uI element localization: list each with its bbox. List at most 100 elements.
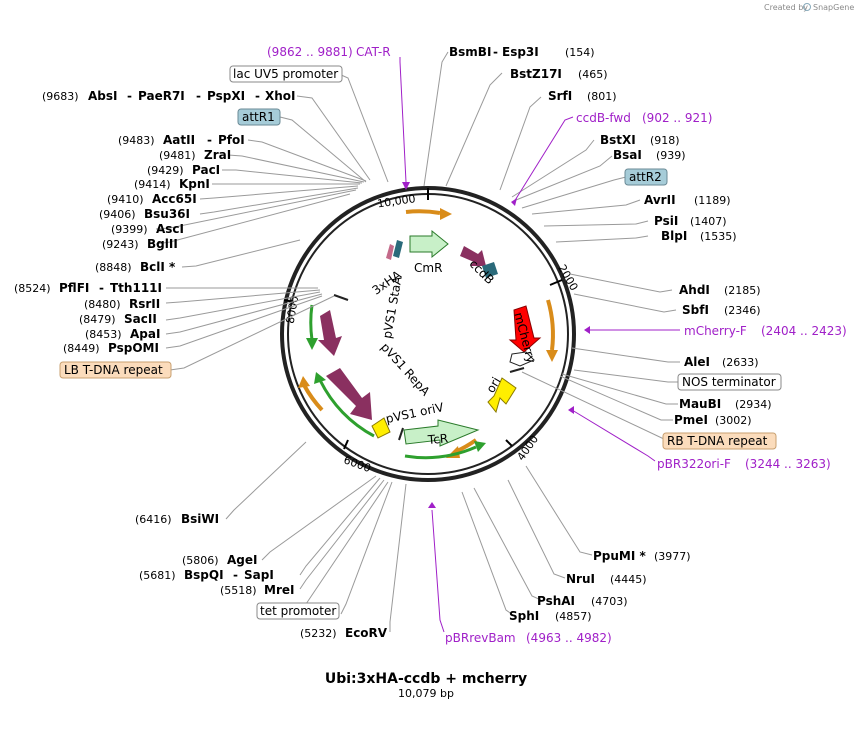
pvs1-repa-arrow bbox=[326, 368, 372, 420]
site-pos-bsu36i: (9406) bbox=[99, 208, 136, 221]
primer-name-cat-r[interactable]: CAT-R bbox=[356, 45, 391, 59]
site-name-ppumi[interactable]: PpuMI * bbox=[593, 549, 647, 563]
created-by-label: Created by bbox=[764, 3, 808, 12]
site-name-agei[interactable]: AgeI bbox=[227, 553, 257, 567]
site-name-psii[interactable]: PsiI bbox=[654, 214, 678, 228]
snapgene-brand-label: SnapGene bbox=[813, 3, 854, 12]
feature-box-lb-tdna[interactable] bbox=[59, 361, 172, 379]
site-name-maubi[interactable]: MauBI bbox=[679, 397, 721, 411]
ring-label-pvs1-oriv: pVS1 oriV bbox=[385, 400, 446, 426]
site-name-sphi[interactable]: SphI bbox=[509, 609, 539, 623]
site-pos-acc65i: (9410) bbox=[107, 193, 144, 206]
site-name-blpi[interactable]: BlpI bbox=[661, 229, 687, 243]
site-pos-blpi: (1535) bbox=[700, 230, 737, 243]
primer-range-pbr322ori-f: (3244 .. 3263) bbox=[745, 457, 831, 471]
site-name-nrui[interactable]: NruI bbox=[566, 572, 595, 586]
site-name-bsai[interactable]: BsaI bbox=[613, 148, 642, 162]
site-pos-bsiwi: (6416) bbox=[135, 513, 172, 526]
feature-box-tet-promoter[interactable] bbox=[256, 602, 340, 620]
orange-arrow-left-head bbox=[298, 376, 310, 388]
site-name-mrei[interactable]: MreI bbox=[264, 583, 294, 597]
site-name-esp3i[interactable]: Esp3I bbox=[502, 45, 539, 59]
site-pos-nrui: (4445) bbox=[610, 573, 647, 586]
feature-label-lb-tdna: LB T-DNA repeat bbox=[64, 363, 163, 377]
site-name-bstz17i[interactable]: BstZ17I bbox=[510, 67, 562, 81]
site-pos-asci: (9399) bbox=[111, 223, 148, 236]
site-name-absi[interactable]: AbsI bbox=[88, 89, 117, 103]
site-pos-pflfi: (8524) bbox=[14, 282, 51, 295]
site-pos-absi: (9683) bbox=[42, 90, 79, 103]
site-separator: - bbox=[255, 89, 260, 103]
site-name-sbfi[interactable]: SbfI bbox=[682, 303, 709, 317]
site-pos-ecorv: (5232) bbox=[300, 627, 337, 640]
site-name-bsiwi[interactable]: BsiWI bbox=[181, 512, 219, 526]
site-pos-agei: (5806) bbox=[182, 554, 219, 567]
site-name-zrai[interactable]: ZraI bbox=[204, 148, 231, 162]
site-name-rsrii[interactable]: RsrII bbox=[129, 297, 160, 311]
primer-range-mcherry-f: (2404 .. 2423) bbox=[761, 324, 847, 338]
site-pos-sbfi: (2346) bbox=[724, 304, 761, 317]
pvs1-oriv-shape bbox=[371, 417, 391, 439]
site-name-pspxi[interactable]: PspXI bbox=[207, 89, 245, 103]
site-separator: - bbox=[233, 568, 238, 582]
site-name-paer7i[interactable]: PaeR7I bbox=[138, 89, 185, 103]
site-pos-sacii: (8479) bbox=[79, 313, 116, 326]
site-name-bsu36i[interactable]: Bsu36I bbox=[144, 207, 190, 221]
feature-box-rb-tdna[interactable] bbox=[662, 432, 777, 450]
site-name-sacii[interactable]: SacII bbox=[124, 312, 157, 326]
site-name-alei[interactable]: AleI bbox=[684, 355, 710, 369]
site-name-tth111i[interactable]: Tth111I bbox=[110, 281, 162, 295]
rb-tdna-mark bbox=[509, 367, 525, 373]
site-name-pshai[interactable]: PshAI bbox=[537, 594, 575, 608]
site-pos-pspomi: (8449) bbox=[63, 342, 100, 355]
site-pos-ahdi: (2185) bbox=[724, 284, 761, 297]
site-name-bspqi[interactable]: BspQI bbox=[184, 568, 224, 582]
site-pos-pshai: (4703) bbox=[591, 595, 628, 608]
primer-range-ccdb-fwd: (902 .. 921) bbox=[642, 111, 712, 125]
site-pos-bstz17i: (465) bbox=[578, 68, 608, 81]
tick-label-10000: 10,000 bbox=[376, 192, 416, 210]
site-name-aatii[interactable]: AatII bbox=[163, 133, 195, 147]
site-name-sapi[interactable]: SapI bbox=[244, 568, 274, 582]
site-name-pspomi[interactable]: PspOMI bbox=[108, 341, 159, 355]
primer-name-pbr322ori-f[interactable]: pBR322ori-F bbox=[657, 457, 731, 471]
site-name-pflfi[interactable]: PflFI bbox=[59, 281, 89, 295]
feature-box-nos-terminator[interactable] bbox=[677, 373, 782, 391]
orange-arrow-left bbox=[302, 384, 324, 412]
site-pos-bstxi: (918) bbox=[650, 134, 680, 147]
primer-name-ccdb-fwd[interactable]: ccdB-fwd bbox=[576, 111, 631, 125]
site-name-bstxi[interactable]: BstXI bbox=[600, 133, 636, 147]
site-pos-bcli: (8848) bbox=[95, 261, 132, 274]
site-pos-kpni: (9414) bbox=[134, 178, 171, 191]
site-name-srfi[interactable]: SrfI bbox=[548, 89, 572, 103]
site-name-xhoi[interactable]: XhoI bbox=[265, 89, 296, 103]
site-name-bglii[interactable]: BglII bbox=[147, 237, 178, 251]
site-name-apai[interactable]: ApaI bbox=[130, 327, 160, 341]
site-name-pfoi[interactable]: PfoI bbox=[218, 133, 245, 147]
site-name-bsmbi[interactable]: BsmBI bbox=[449, 45, 491, 59]
site-pos-apai: (8453) bbox=[85, 328, 122, 341]
site-name-ahdi[interactable]: AhdI bbox=[679, 283, 710, 297]
site-pos-aatii: (9483) bbox=[118, 134, 155, 147]
primer-name-mcherry-f[interactable]: mCherry-F bbox=[684, 324, 747, 338]
tick-label-6000: 6000 bbox=[342, 453, 373, 475]
site-name-bcli[interactable]: BclI * bbox=[140, 260, 176, 274]
feature-box-lac-uv5[interactable] bbox=[229, 65, 343, 83]
site-name-pmei[interactable]: PmeI bbox=[674, 413, 708, 427]
feature-label-nos-terminator: NOS terminator bbox=[682, 375, 776, 389]
site-name-paci[interactable]: PacI bbox=[192, 163, 220, 177]
feature-box-attr1[interactable] bbox=[237, 108, 281, 126]
site-name-ecorv[interactable]: EcoRV bbox=[345, 626, 388, 640]
orange-arrow-top bbox=[405, 209, 441, 215]
site-pos-bglii: (9243) bbox=[102, 238, 139, 251]
site-name-avrii[interactable]: AvrII bbox=[644, 193, 676, 207]
site-name-acc65i[interactable]: Acc65I bbox=[152, 192, 197, 206]
site-pos-bspqi: (5681) bbox=[139, 569, 176, 582]
primer-name-pbrrevbam[interactable]: pBRrevBam bbox=[445, 631, 516, 645]
ccdb-arrow bbox=[460, 246, 486, 266]
site-name-kpni[interactable]: KpnI bbox=[179, 177, 210, 191]
site-name-asci[interactable]: AscI bbox=[156, 222, 184, 236]
orange-arrow-right bbox=[546, 299, 555, 351]
feature-box-attr2[interactable] bbox=[624, 168, 668, 186]
site-pos-paci: (9429) bbox=[147, 164, 184, 177]
